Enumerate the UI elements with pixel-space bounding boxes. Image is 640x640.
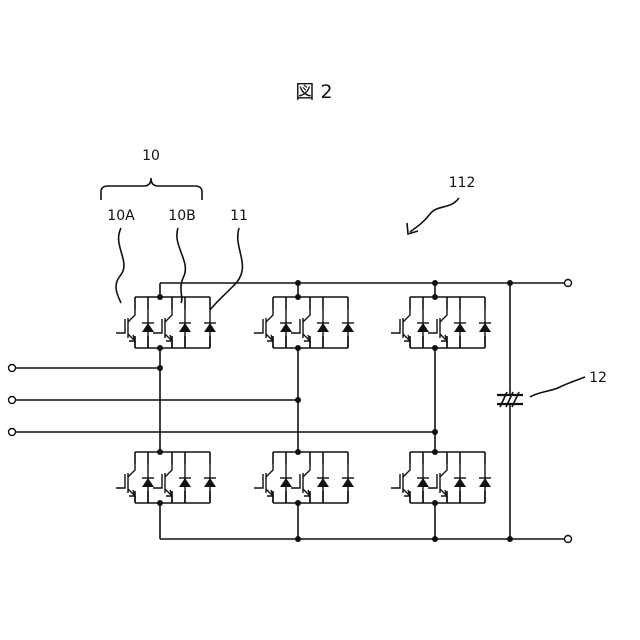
gate-lead bbox=[391, 319, 400, 333]
diode-triangle bbox=[342, 478, 354, 487]
gate-lead bbox=[291, 319, 300, 333]
leader-10b bbox=[177, 228, 186, 303]
collector-lead bbox=[128, 464, 135, 477]
gate-lead bbox=[153, 474, 162, 488]
gate-lead bbox=[291, 474, 300, 488]
lower-switch-module bbox=[254, 452, 354, 503]
upper-switch-module bbox=[254, 297, 354, 348]
diode-triangle bbox=[479, 323, 491, 332]
diode-triangle bbox=[179, 478, 191, 487]
leader-10a bbox=[116, 228, 124, 303]
collector-lead bbox=[128, 309, 135, 322]
negative-terminal bbox=[565, 536, 572, 543]
diode-triangle bbox=[179, 323, 191, 332]
output-junction-dot bbox=[295, 397, 301, 403]
diode-triangle bbox=[317, 323, 329, 332]
leader-12 bbox=[530, 377, 585, 397]
collector-lead bbox=[303, 464, 310, 477]
diode-triangle bbox=[417, 478, 429, 487]
gate-lead bbox=[254, 474, 263, 488]
gate-lead bbox=[116, 474, 125, 488]
arrow-112-head bbox=[407, 223, 418, 234]
collector-lead bbox=[403, 464, 410, 477]
upper-switch-module bbox=[116, 297, 216, 348]
gate-lead bbox=[428, 474, 437, 488]
diode-triangle bbox=[142, 323, 154, 332]
upper-switch-module bbox=[391, 297, 491, 348]
ac-terminal-w bbox=[9, 429, 16, 436]
diode-triangle bbox=[280, 323, 292, 332]
figure-title: 図 2 bbox=[295, 81, 332, 103]
gate-lead bbox=[428, 319, 437, 333]
collector-lead bbox=[266, 464, 273, 477]
diode-triangle bbox=[479, 478, 491, 487]
gate-lead bbox=[254, 319, 263, 333]
lower-switch-module bbox=[116, 452, 216, 503]
leader-112 bbox=[410, 198, 459, 232]
gate-lead bbox=[391, 474, 400, 488]
diode-triangle bbox=[342, 323, 354, 332]
collector-lead bbox=[440, 309, 447, 322]
diode-triangle bbox=[454, 323, 466, 332]
ac-terminal-u bbox=[9, 365, 16, 372]
output-junction-dot bbox=[157, 365, 163, 371]
module-group-brace bbox=[101, 178, 202, 200]
label-12: 12 bbox=[589, 370, 607, 386]
collector-lead bbox=[165, 309, 172, 322]
output-junction-dot bbox=[432, 429, 438, 435]
phase-legs bbox=[157, 283, 438, 539]
gate-lead bbox=[116, 319, 125, 333]
diode-triangle bbox=[280, 478, 292, 487]
diode-triangle bbox=[204, 478, 216, 487]
diode-triangle bbox=[317, 478, 329, 487]
collector-lead bbox=[165, 464, 172, 477]
collector-lead bbox=[266, 309, 273, 322]
diode-triangle bbox=[142, 478, 154, 487]
collector-lead bbox=[440, 464, 447, 477]
lower-switch-module bbox=[391, 452, 491, 503]
collector-lead bbox=[403, 309, 410, 322]
label-10a: 10A bbox=[107, 208, 135, 224]
gate-lead bbox=[153, 319, 162, 333]
diode-triangle bbox=[204, 323, 216, 332]
label-112: 112 bbox=[449, 175, 476, 191]
diode-triangle bbox=[417, 323, 429, 332]
label-10b: 10B bbox=[168, 208, 195, 224]
collector-lead bbox=[303, 309, 310, 322]
label-11: 11 bbox=[230, 208, 248, 224]
diode-triangle bbox=[454, 478, 466, 487]
label-10: 10 bbox=[142, 148, 160, 164]
leader-11 bbox=[210, 228, 242, 310]
ac-terminal-v bbox=[9, 397, 16, 404]
positive-terminal bbox=[565, 280, 572, 287]
